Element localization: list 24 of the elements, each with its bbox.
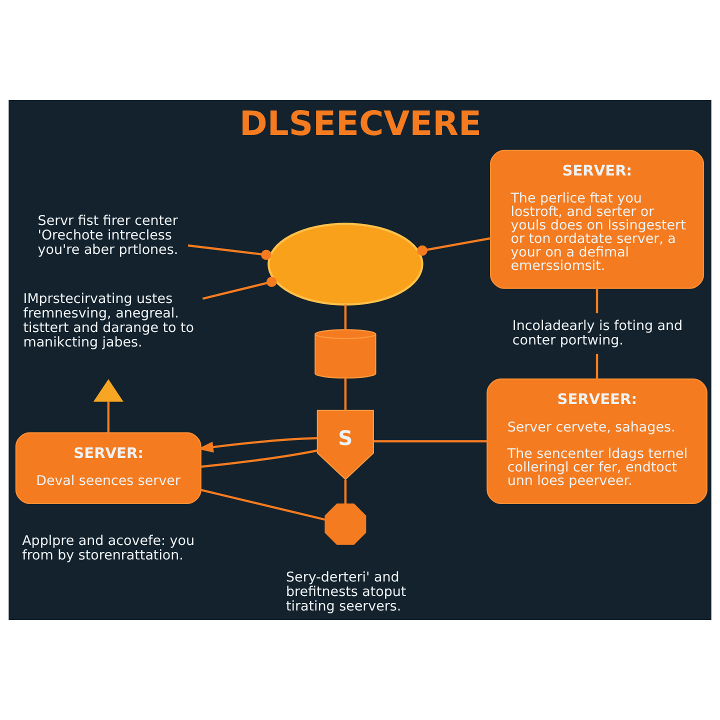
node-text: IMprstecirvating ustes fremnesving, anegreal. tisttert and darange to to manikcting jabes. (23, 292, 194, 351)
node-box: SERVER: The perlice ftat you lostroft, and serter or youls does on lssingestert or ton ordatate server, a your on a defimal emerssiomsit. (490, 150, 704, 289)
node-text: Incoladearly is foting and conter portwing. (512, 318, 683, 348)
connector (200, 449, 318, 468)
connector (188, 244, 272, 260)
connector (107, 401, 110, 433)
node-octagon (324, 503, 366, 545)
connector (596, 288, 598, 314)
connector (344, 304, 347, 330)
node-box: SERVER: Deval seences server (15, 432, 202, 504)
label: Applpre and acovefe: you from by storenrattation. (22, 534, 195, 564)
node-triangle (93, 379, 124, 402)
connector (344, 378, 347, 410)
connector (374, 440, 488, 442)
node-box: SERVEER: Server cervete, sahages. The sencenter ldags ternel colleringl cer fer, endtoct unn loes peerveer. (486, 378, 708, 504)
connector (202, 276, 277, 300)
arrow (198, 437, 318, 453)
connector (417, 237, 490, 256)
node-text: Servr fist firer center 'Orechote intrecless you're aber prtlones. (38, 214, 178, 258)
connector (200, 488, 326, 521)
connector (344, 480, 347, 504)
diagram-title: DLSEECVERE (240, 104, 482, 143)
connector (596, 354, 598, 380)
node-label: Sery-derteri' and brefitnests atoput tirating seervers. (286, 570, 406, 615)
